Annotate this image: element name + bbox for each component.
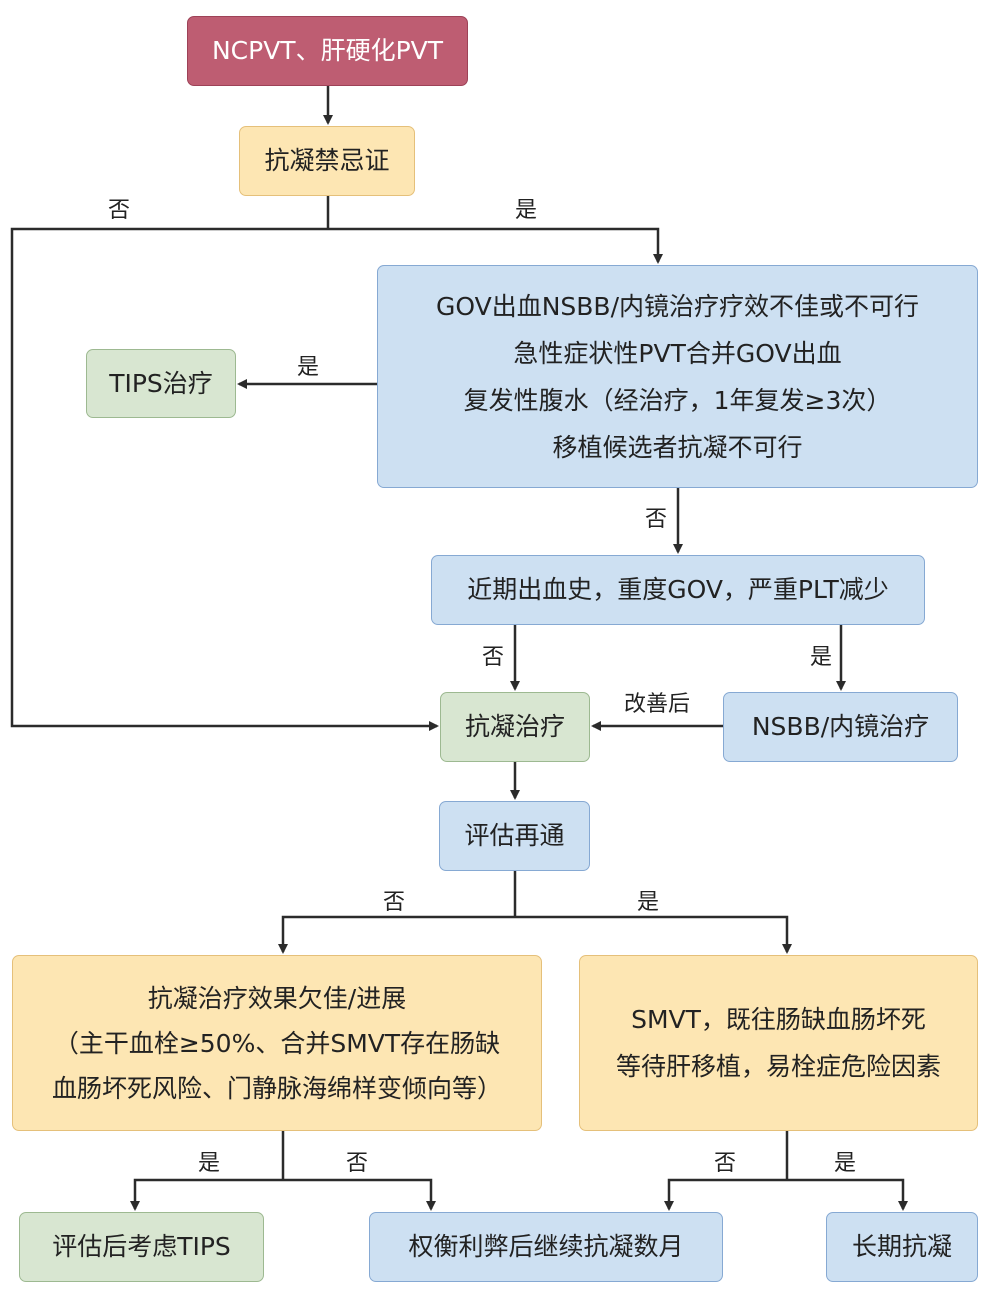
arrow-poor-no [283, 1178, 436, 1211]
label-bleeding-yes: 是 [809, 645, 833, 670]
arrow-assess-no [278, 915, 515, 954]
label-contra-no: 否 [107, 198, 131, 223]
arrow-poor-yes [130, 1178, 283, 1211]
arrow-yes-to-criteria [328, 227, 663, 264]
smvt-history-line-1: SMVT，既往肠缺血肠坏死 [631, 1005, 926, 1034]
tips-criteria-line-1: GOV出血NSBB/内镜治疗疗效不佳或不可行 [435, 291, 919, 321]
arrow-smvt-yes [787, 1178, 908, 1211]
poor-effect-node: 抗凝治疗效果欠佳/进展 （主干血栓≥50%、合并SMVT存在肠缺 血肠坏死风险、… [12, 955, 542, 1131]
label-after-improvement: 改善后 [623, 692, 691, 717]
long-term-node: 长期抗凝 [826, 1212, 978, 1282]
smvt-history-line-2: 等待肝移植，易栓症危险因素 [615, 1052, 941, 1081]
consider-tips-node: 评估后考虑TIPS [19, 1212, 264, 1282]
label-smvt-no: 否 [713, 1151, 737, 1176]
tips-criteria-node: GOV出血NSBB/内镜治疗疗效不佳或不可行 急性症状性PVT合并GOV出血 复… [377, 265, 978, 488]
continue-months-node: 权衡利弊后继续抗凝数月 [369, 1212, 723, 1282]
label-assess-no: 否 [382, 890, 406, 915]
start-node: NCPVT、肝硬化PVT [187, 16, 468, 86]
poor-effect-line-2: （主干血栓≥50%、合并SMVT存在肠缺 [53, 1028, 501, 1058]
label-poor-no: 否 [345, 1151, 369, 1176]
smvt-history-node: SMVT，既往肠缺血肠坏死 等待肝移植，易栓症危险因素 [579, 955, 978, 1131]
label-smvt-yes: 是 [833, 1151, 857, 1176]
nsbb-endoscopy-node: NSBB/内镜治疗 [723, 692, 958, 762]
tips-criteria-line-3: 复发性腹水（经治疗，1年复发≥3次） [463, 385, 892, 415]
assess-recanalization-node: 评估再通 [439, 801, 590, 871]
bleeding-risk-node: 近期出血史，重度GOV，严重PLT减少 [431, 555, 925, 625]
label-assess-yes: 是 [636, 890, 660, 915]
poor-effect-line-1: 抗凝治疗效果欠佳/进展 [147, 983, 407, 1013]
poor-effect-line-3: 血肠坏死风险、门静脉海绵样变倾向等） [51, 1073, 502, 1103]
label-contra-yes: 是 [514, 198, 538, 223]
label-criteria-yes: 是 [296, 355, 320, 380]
label-criteria-no: 否 [644, 507, 668, 532]
tips-criteria-line-2: 急性症状性PVT合并GOV出血 [513, 338, 842, 368]
tips-treatment-node: TIPS治疗 [86, 349, 236, 418]
contraindication-node: 抗凝禁忌证 [239, 126, 415, 196]
arrow-smvt-no [664, 1178, 787, 1211]
anticoagulation-node: 抗凝治疗 [440, 692, 590, 762]
arrow-assess-yes [515, 915, 792, 954]
tips-criteria-line-4: 移植候选者抗凝不可行 [552, 432, 803, 462]
label-bleeding-no: 否 [481, 645, 505, 670]
label-poor-yes: 是 [197, 1151, 221, 1176]
arrow-no-to-anticoag [10, 227, 439, 731]
